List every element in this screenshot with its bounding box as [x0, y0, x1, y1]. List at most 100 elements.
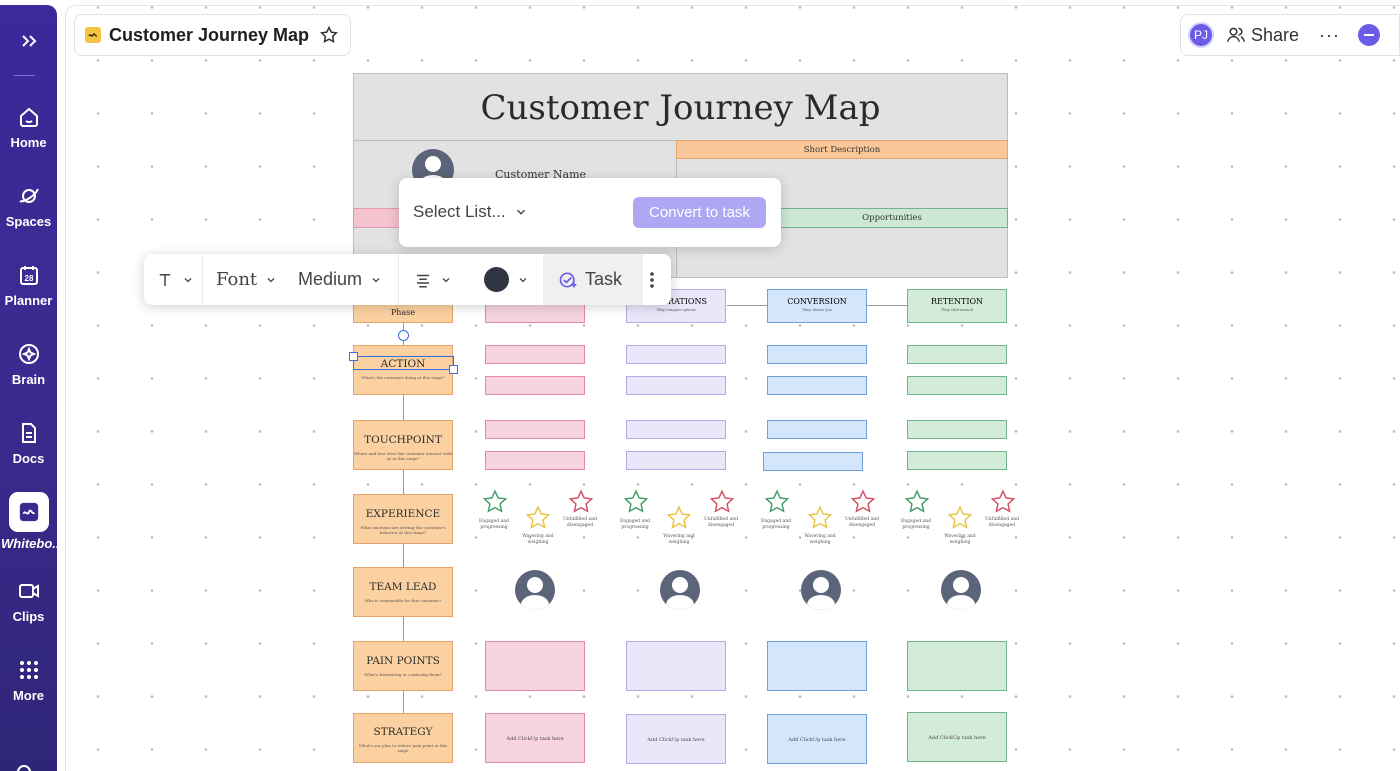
engaged-star-icon[interactable]	[904, 489, 930, 515]
sidebar-item-label: Spaces	[5, 214, 52, 229]
video-icon	[18, 584, 39, 598]
row-label-action[interactable]: ACTION What's the customer doing at this…	[353, 345, 453, 395]
row-label-team-lead[interactable]: TEAM LEAD Who is responsible for this cu…	[353, 567, 453, 617]
emotion-label-wavering: Wavering and weighing	[663, 534, 695, 545]
share-button[interactable]: Share	[1226, 25, 1299, 46]
resize-handle[interactable]	[449, 365, 458, 374]
sidebar-item-whiteboards[interactable]: Whitebo..	[0, 492, 57, 551]
emotion-label-engaged: Engaged and progressing	[619, 519, 651, 530]
touchpoint-cell[interactable]	[907, 451, 1007, 470]
whiteboard-icon	[19, 502, 38, 522]
rotate-handle[interactable]	[398, 330, 409, 341]
sidebar-item-spaces[interactable]: Spaces	[0, 184, 57, 229]
convert-to-task-button[interactable]: Convert to task	[633, 197, 766, 228]
action-cell[interactable]	[767, 345, 867, 364]
touchpoint-cell[interactable]	[907, 420, 1007, 439]
touchpoint-cell[interactable]	[485, 420, 585, 439]
short-description-header: Short Description	[676, 140, 1008, 159]
more-options-button[interactable]: ···	[1319, 24, 1341, 45]
unfulfilled-star-icon[interactable]	[850, 489, 876, 515]
pain-point-cell[interactable]	[626, 641, 726, 691]
customer-name-label: Customer Name	[495, 168, 587, 181]
avatar[interactable]: PJ	[1188, 22, 1214, 48]
row-label-touchpoint[interactable]: TOUCHPOINT Where and how does the custom…	[353, 420, 453, 470]
sidebar-item-clips[interactable]: Clips	[0, 579, 57, 624]
pain-point-cell[interactable]	[907, 641, 1007, 691]
action-cell[interactable]	[907, 345, 1007, 364]
sidebar-item-planner[interactable]: 28 Planner	[0, 263, 57, 308]
emotion-label-engaged: Engaged and progressing	[900, 519, 932, 530]
engaged-star-icon[interactable]	[764, 489, 790, 515]
wavering-star-icon[interactable]	[525, 505, 551, 531]
font-dropdown[interactable]: Font	[216, 254, 277, 305]
stage-retention[interactable]: RETENTION They stick around	[907, 289, 1007, 323]
text-type-dropdown[interactable]	[156, 254, 194, 305]
team-lead-avatar-icon[interactable]	[801, 570, 841, 610]
sidebar-item-label: Clips	[12, 609, 45, 624]
sidebar-item-home[interactable]: Home	[0, 105, 57, 150]
align-center-icon	[417, 274, 429, 287]
engaged-star-icon[interactable]	[623, 489, 649, 515]
ai-assistant-icon[interactable]	[1358, 24, 1381, 46]
team-lead-avatar-icon[interactable]	[660, 570, 700, 610]
touchpoint-cell[interactable]	[485, 451, 585, 470]
strategy-cell[interactable]: Add ClickUp task here	[907, 712, 1007, 762]
touchpoint-cell[interactable]	[763, 452, 863, 471]
text-align-dropdown[interactable]	[414, 254, 452, 305]
engaged-star-icon[interactable]	[482, 489, 508, 515]
doc-icon	[21, 423, 36, 443]
sidebar-item-label: Whitebo..	[1, 536, 57, 551]
stage-conversion[interactable]: CONVERSION They choose you	[767, 289, 867, 323]
action-cell[interactable]	[907, 376, 1007, 395]
sidebar-item-label: Brain	[11, 372, 46, 387]
wavering-star-icon[interactable]	[807, 505, 833, 531]
more-toolbar-options[interactable]	[649, 254, 655, 305]
team-lead-avatar-icon[interactable]	[941, 570, 981, 610]
touchpoint-cell[interactable]	[626, 420, 726, 439]
wavering-star-icon[interactable]	[947, 505, 973, 531]
page-title[interactable]: Customer Journey Map	[109, 24, 310, 45]
strategy-cell[interactable]: Add ClickUp task here	[767, 714, 867, 764]
select-list-dropdown[interactable]: Select List...	[413, 202, 528, 222]
sidebar-item-brain[interactable]: Brain	[0, 342, 57, 387]
row-label-experience[interactable]: EXPERIENCE What emotions are driving the…	[353, 494, 453, 544]
action-cell[interactable]	[767, 376, 867, 395]
unfulfilled-star-icon[interactable]	[709, 489, 735, 515]
unfulfilled-star-icon[interactable]	[990, 489, 1016, 515]
help-icon[interactable]	[17, 765, 31, 771]
unfulfilled-star-icon[interactable]	[568, 489, 594, 515]
home-icon	[19, 107, 38, 127]
wavering-star-icon[interactable]	[666, 505, 692, 531]
row-label-strategy[interactable]: STRATEGY What's our plan to reduce pain …	[353, 713, 453, 763]
task-button[interactable]: Task	[543, 254, 643, 305]
sidebar-item-label: Home	[10, 135, 47, 150]
pain-point-cell[interactable]	[485, 641, 585, 691]
strategy-cell[interactable]: Add ClickUp task here	[485, 713, 585, 763]
touchpoint-cell[interactable]	[626, 451, 726, 470]
row-label-pain-points[interactable]: PAIN POINTS What's frustrating or confus…	[353, 641, 453, 691]
star-icon[interactable]	[319, 25, 339, 45]
strategy-cell[interactable]: Add ClickUp task here	[626, 714, 726, 764]
text-icon	[159, 273, 171, 286]
text-color-dropdown[interactable]	[484, 254, 529, 305]
chevron-down-icon	[184, 277, 192, 282]
vertical-dots-icon	[650, 271, 654, 288]
pain-point-cell[interactable]	[767, 641, 867, 691]
action-cell[interactable]	[485, 376, 585, 395]
sidebar-item-more[interactable]: More	[0, 658, 57, 703]
resize-handle[interactable]	[349, 352, 358, 361]
team-lead-avatar-icon[interactable]	[515, 570, 555, 610]
sidebar-item-docs[interactable]: Docs	[0, 421, 57, 466]
board-title: Customer Journey Map	[353, 73, 1008, 141]
emotion-label-unfulfilled: Unfulfilled and disengaged	[703, 517, 738, 528]
expand-sidebar-button[interactable]	[0, 29, 57, 53]
font-size-dropdown[interactable]: Medium	[298, 254, 382, 305]
action-cell[interactable]	[626, 345, 726, 364]
action-cell[interactable]	[485, 345, 585, 364]
whiteboard-title-bar: Customer Journey Map	[74, 14, 351, 56]
toolbar-divider	[398, 254, 399, 305]
emotion-label-unfulfilled: Unfulfilled and disengaged	[844, 517, 879, 528]
emotion-label-engaged: Engaged and progressing	[760, 519, 792, 530]
action-cell[interactable]	[626, 376, 726, 395]
touchpoint-cell[interactable]	[767, 420, 867, 439]
